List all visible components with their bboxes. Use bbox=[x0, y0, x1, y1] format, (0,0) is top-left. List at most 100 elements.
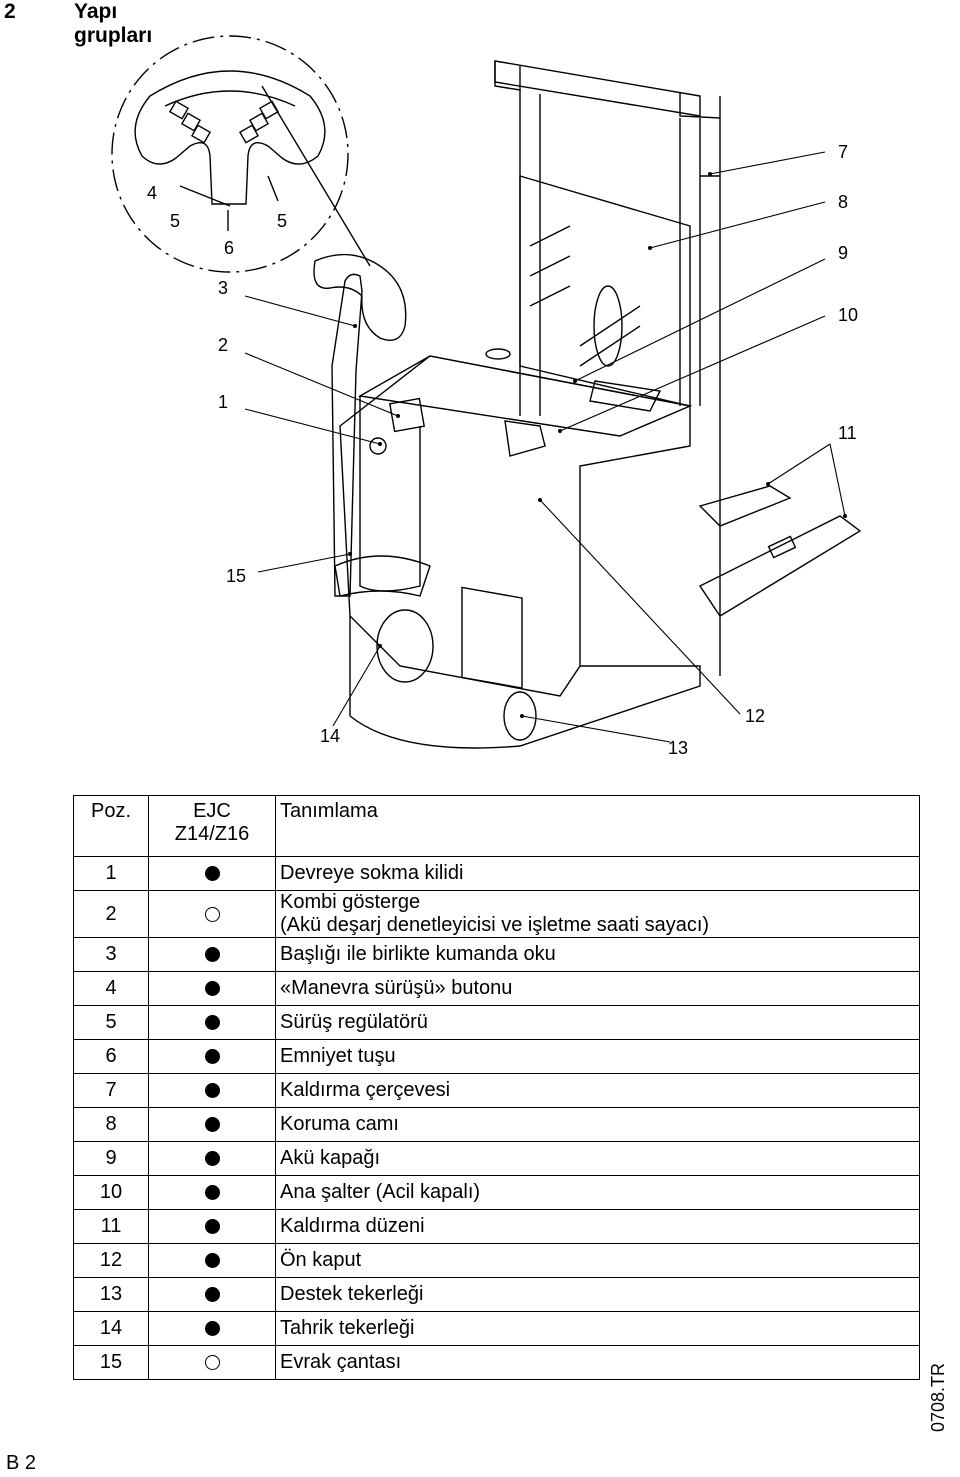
legend-pos: 2 bbox=[73, 890, 149, 938]
page-label: B 2 bbox=[6, 1452, 37, 1474]
legend-desc: Kombi gösterge(Akü deşarj denetleyicisi … bbox=[275, 890, 920, 938]
legend-pos: 5 bbox=[73, 1005, 149, 1040]
truck-body bbox=[339, 355, 691, 697]
legend-desc: Ön kaput bbox=[275, 1243, 920, 1278]
standard-equipment-dot bbox=[204, 1185, 220, 1201]
inset-circle bbox=[111, 35, 349, 273]
legend-desc: Devreye sokma kilidi bbox=[275, 856, 920, 891]
key-switch bbox=[369, 437, 387, 455]
legend-pos: 4 bbox=[73, 971, 149, 1006]
legend-ejc bbox=[148, 1243, 276, 1278]
legend-desc: Emniyet tuşu bbox=[275, 1039, 920, 1074]
legend-ejc bbox=[148, 890, 276, 938]
callout-5b: 5 bbox=[277, 211, 287, 231]
col-pos-header: Poz. bbox=[73, 795, 149, 857]
legend-row: 6 Emniyet tuşu bbox=[73, 1039, 920, 1074]
legend-header-row: Poz. EJC Z14/Z16 Tanımlama bbox=[73, 795, 920, 857]
callout-13: 13 bbox=[668, 738, 688, 758]
legend-desc: Tahrik tekerleği bbox=[275, 1311, 920, 1346]
legend-row: 8 Koruma camı bbox=[73, 1107, 920, 1142]
legend-desc: Sürüş regülatörü bbox=[275, 1005, 920, 1040]
combi-display bbox=[388, 397, 426, 433]
legend-body: 1 Devreye sokma kilidi 2 Kombi gösterge(Akü… bbox=[73, 856, 920, 1380]
truck-diagram: 1 2 3 4 5 5 6 7 8 9 10 11 12 13 14 15 bbox=[111, 35, 862, 758]
legend-ejc bbox=[148, 1107, 276, 1142]
legend-desc: Destek tekerleği bbox=[275, 1277, 920, 1312]
callout-7: 7 bbox=[838, 142, 848, 162]
legend-pos: 10 bbox=[73, 1175, 149, 1210]
legend-row: 10 Ana şalter (Acil kapalı) bbox=[73, 1175, 920, 1210]
col-desc-header: Tanımlama bbox=[275, 795, 920, 857]
legend-ejc bbox=[148, 1141, 276, 1176]
section-title: Yapı grupları bbox=[74, 0, 153, 47]
callout-4: 4 bbox=[147, 183, 157, 203]
legend-desc: Kaldırma düzeni bbox=[275, 1209, 920, 1244]
legend-table: Poz. EJC Z14/Z16 Tanımlama 1 Devreye sokm… bbox=[73, 795, 920, 1380]
standard-equipment-dot bbox=[204, 1015, 220, 1031]
support-wheel bbox=[503, 691, 537, 741]
callout-2: 2 bbox=[218, 335, 228, 355]
callout-5a: 5 bbox=[170, 211, 180, 231]
document-holder bbox=[334, 555, 431, 597]
callout-11: 11 bbox=[838, 423, 857, 443]
legend-row: 12 Ön kaput bbox=[73, 1243, 920, 1278]
legend-pos: 9 bbox=[73, 1141, 149, 1176]
callout-10: 10 bbox=[838, 305, 858, 325]
standard-equipment-dot bbox=[204, 1117, 220, 1133]
legend-pos: 11 bbox=[73, 1209, 149, 1244]
inset-handle bbox=[134, 70, 326, 205]
legend-ejc bbox=[148, 856, 276, 891]
legend-ejc bbox=[148, 1175, 276, 1210]
tiller-head bbox=[313, 253, 407, 341]
protective-screen bbox=[519, 175, 691, 407]
legend-pos: 8 bbox=[73, 1107, 149, 1142]
legend-ejc bbox=[148, 1005, 276, 1040]
legend-pos: 6 bbox=[73, 1039, 149, 1074]
legend-desc: Ana şalter (Acil kapalı) bbox=[275, 1175, 920, 1210]
legend-ejc bbox=[148, 1039, 276, 1074]
callout-9: 9 bbox=[838, 243, 848, 263]
legend-pos: 13 bbox=[73, 1277, 149, 1312]
section-number: 2 bbox=[4, 0, 16, 23]
legend-row: 1 Devreye sokma kilidi bbox=[73, 856, 920, 891]
col-ejc-line2: Z14/Z16 bbox=[174, 823, 250, 845]
legend-pos: 12 bbox=[73, 1243, 149, 1278]
callout-1: 1 bbox=[218, 392, 228, 412]
legend-ejc bbox=[148, 1311, 276, 1346]
standard-equipment-dot bbox=[204, 1049, 220, 1065]
fork-right bbox=[698, 515, 862, 617]
chassis bbox=[349, 616, 701, 749]
legend-row: 4«Manevra sürüşü» butonu bbox=[73, 971, 920, 1006]
standard-equipment-dot bbox=[204, 866, 220, 882]
legend-pos: 14 bbox=[73, 1311, 149, 1346]
legend-desc: Evrak çantası bbox=[275, 1345, 920, 1380]
legend-row: 13 Destek tekerleği bbox=[73, 1277, 920, 1312]
legend-ejc bbox=[148, 1345, 276, 1380]
standard-equipment-dot bbox=[204, 1321, 220, 1337]
legend-ejc bbox=[148, 1209, 276, 1244]
legend-pos: 1 bbox=[73, 856, 149, 891]
callout-12: 12 bbox=[745, 706, 765, 726]
callout-14: 14 bbox=[320, 726, 340, 746]
callout-15: 15 bbox=[226, 566, 246, 586]
callout-8: 8 bbox=[838, 192, 848, 212]
standard-equipment-dot bbox=[204, 981, 220, 997]
legend-desc: Akü kapağı bbox=[275, 1141, 920, 1176]
standard-equipment-dot bbox=[204, 1219, 220, 1235]
legend-row: 2 Kombi gösterge(Akü deşarj denetleyicisi… bbox=[73, 890, 920, 938]
optional-equipment-circle bbox=[204, 906, 220, 922]
legend-desc: Kaldırma çerçevesi bbox=[275, 1073, 920, 1108]
fork-left bbox=[698, 485, 792, 527]
tiller-arm bbox=[331, 273, 363, 597]
legend-ejc bbox=[148, 1277, 276, 1312]
legend-desc: Koruma camı bbox=[275, 1107, 920, 1142]
standard-equipment-dot bbox=[204, 1253, 220, 1269]
standard-equipment-dot bbox=[204, 1287, 220, 1303]
legend-ejc bbox=[148, 1073, 276, 1108]
legend-desc: Başlığı ile birlikte kumanda oku bbox=[275, 937, 920, 972]
standard-equipment-dot bbox=[204, 947, 220, 963]
legend-desc-line1: Kombi gösterge bbox=[280, 891, 421, 913]
